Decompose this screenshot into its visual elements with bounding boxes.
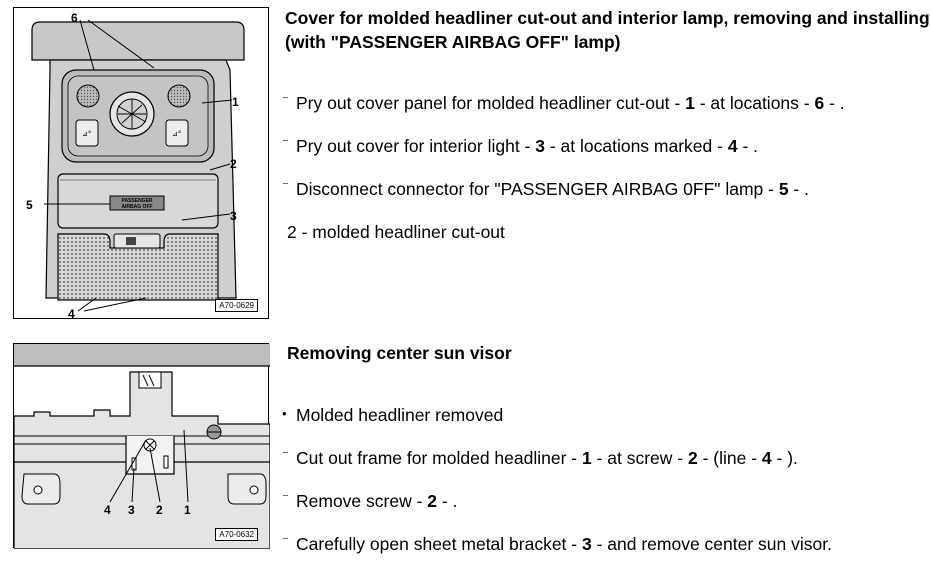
callout-1: 1	[232, 95, 239, 109]
section1-heading: Cover for molded headliner cut-out and i…	[285, 8, 930, 52]
headliner-cutout-figure: ⊿° ⊿° PASSENGER AIRBAG OFF 6 1 2 3 5 4 A…	[13, 7, 269, 320]
callout-2: 2	[230, 157, 237, 171]
figure-code: A70-0629	[215, 299, 258, 312]
section2-step-1: •Molded headliner removed	[282, 405, 504, 425]
section2-step-4: ⁻Carefully open sheet metal bracket - 3 …	[282, 533, 832, 555]
dash-marker: ⁻	[282, 490, 289, 505]
callout-3: 3	[230, 209, 237, 223]
section1-note: 2 - molded headliner cut-out	[287, 222, 505, 242]
callout-5: 5	[26, 198, 33, 212]
callout-4: 4	[68, 307, 75, 320]
callout-4: 4	[104, 503, 111, 517]
lamp-label-line1: PASSENGER	[121, 198, 152, 204]
callout-3: 3	[128, 503, 135, 517]
dash-marker: ⁻	[282, 92, 289, 107]
sun-visor-figure: 4 3 2 1 A70-0632	[13, 343, 270, 549]
section1-step-3: ⁻Disconnect connector for "PASSENGER AIR…	[282, 178, 809, 200]
dash-marker: ⁻	[282, 533, 289, 548]
svg-text:⊿°: ⊿°	[172, 130, 181, 138]
section1-step-2: ⁻Pry out cover for interior light - 3 - …	[282, 135, 758, 157]
svg-text:⊿°: ⊿°	[82, 130, 91, 138]
callout-6: 6	[71, 11, 78, 25]
section1-step-1: ⁻Pry out cover panel for molded headline…	[282, 92, 845, 114]
dash-marker: ⁻	[282, 447, 289, 462]
headliner-cutout-illustration: ⊿° ⊿° PASSENGER AIRBAG OFF 6 1 2 3 5 4	[26, 11, 245, 320]
callout-1: 1	[184, 503, 191, 517]
figure-code: A70-0632	[215, 528, 258, 541]
lamp-label-line2: AIRBAG OFF	[121, 204, 152, 210]
dash-marker: ⁻	[282, 178, 289, 193]
bullet-marker: •	[282, 406, 287, 421]
sun-visor-illustration: 4 3 2 1	[14, 344, 270, 549]
dash-marker: ⁻	[282, 135, 289, 150]
section2-heading: Removing center sun visor	[287, 343, 512, 363]
callout-2: 2	[156, 503, 163, 517]
section2-step-3: ⁻Remove screw - 2 - .	[282, 490, 457, 512]
section2-step-2: ⁻Cut out frame for molded headliner - 1 …	[282, 447, 798, 469]
